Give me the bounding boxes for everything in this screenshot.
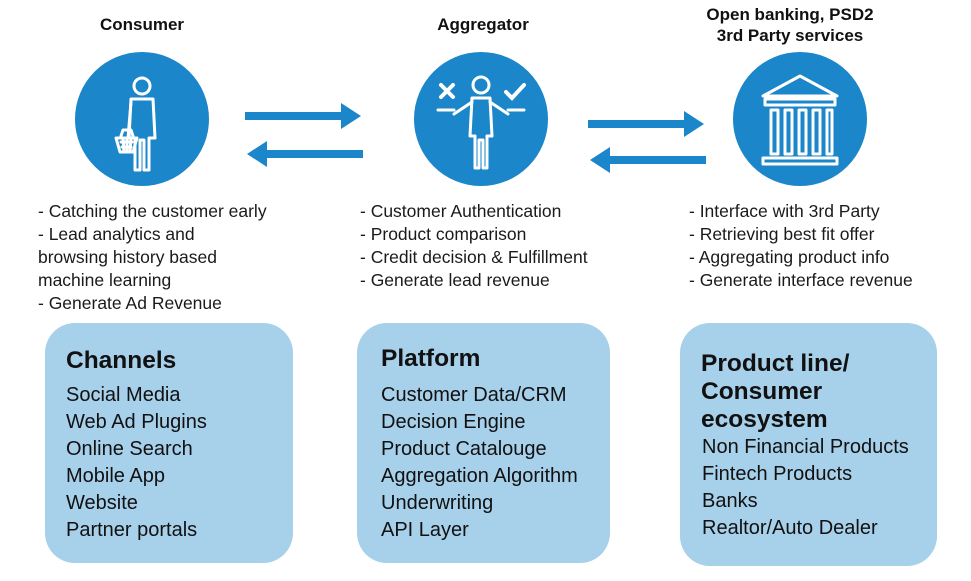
bullet-item: - Aggregating product info: [689, 247, 890, 267]
bank-title: Open banking, PSD2 3rd Party services: [695, 4, 885, 46]
card-title: Channels: [66, 347, 177, 374]
consumer-bullets: - Catching the customer early - Lead ana…: [38, 200, 267, 315]
list-item: Non Financial Products: [702, 436, 909, 458]
card-items: Customer Data/CRM Decision Engine Produc…: [381, 382, 578, 544]
list-item: Aggregation Algorithm: [381, 465, 578, 487]
list-item: Realtor/Auto Dealer: [702, 517, 878, 539]
arrow-left-icon: [590, 147, 706, 173]
list-item: Website: [66, 492, 138, 514]
list-item: Partner portals: [66, 519, 198, 541]
channels-card: Channels Social Media Web Ad Plugins Onl…: [45, 323, 293, 563]
bullet-item: browsing history based: [38, 247, 217, 267]
platform-card: Platform Customer Data/CRM Decision Engi…: [357, 323, 610, 563]
list-item: Fintech Products: [702, 463, 853, 485]
bullet-item: - Interface with 3rd Party: [689, 201, 880, 221]
list-item: Mobile App: [66, 465, 165, 487]
bank-circle: [733, 52, 867, 186]
bullet-item: - Generate Ad Revenue: [38, 293, 222, 313]
list-item: Social Media: [66, 384, 181, 406]
bullet-item: - Retrieving best fit offer: [689, 224, 875, 244]
consumer-title: Consumer: [99, 15, 185, 34]
bank-title-line-2: 3rd Party services: [716, 26, 864, 45]
arrow-left-icon: [247, 141, 363, 167]
bullet-item: - Generate interface revenue: [689, 270, 913, 290]
list-item: Banks: [702, 490, 758, 512]
bank-bullets: - Interface with 3rd Party - Retrieving …: [689, 200, 913, 292]
list-item: Underwriting: [381, 492, 494, 514]
card-title-line: ecosystem: [701, 406, 828, 433]
card-items: Social Media Web Ad Plugins Online Searc…: [66, 382, 207, 544]
bullet-item: - Credit decision & Fulfillment: [360, 247, 588, 267]
bullet-item: - Lead analytics and: [38, 224, 195, 244]
person-with-basket-icon: [114, 76, 157, 172]
consumer-circle: [75, 52, 209, 186]
card-title-line: Consumer: [701, 378, 823, 405]
product-line-card: Product line/ Consumer ecosystem Non Fin…: [680, 323, 937, 566]
card-title: Product line/ Consumer ecosystem: [701, 350, 849, 434]
card-items: Non Financial Products Fintech Products …: [702, 434, 909, 542]
bullet-item: machine learning: [38, 270, 172, 290]
card-title: Platform: [381, 345, 481, 372]
aggregator-title: Aggregator: [437, 15, 529, 34]
bullet-item: - Product comparison: [360, 224, 527, 244]
bullet-item: - Generate lead revenue: [360, 270, 550, 290]
list-item: Customer Data/CRM: [381, 384, 567, 406]
person-decision-icon: [436, 75, 526, 170]
aggregator-circle: [414, 52, 548, 186]
bank-building-icon: [761, 74, 839, 166]
aggregator-bullets: - Customer Authentication - Product comp…: [360, 200, 588, 292]
list-item: Product Catalouge: [381, 438, 547, 460]
arrow-right-icon: [588, 111, 704, 137]
bullet-item: - Customer Authentication: [360, 201, 562, 221]
bank-title-line-1: Open banking, PSD2: [706, 5, 874, 24]
card-title-line: Product line/: [701, 350, 850, 377]
list-item: Online Search: [66, 438, 193, 460]
check-mark-icon: [504, 83, 526, 101]
arrow-right-icon: [245, 103, 361, 129]
list-item: Web Ad Plugins: [66, 411, 207, 433]
list-item: API Layer: [381, 519, 469, 541]
bullet-item: - Catching the customer early: [38, 201, 267, 221]
list-item: Decision Engine: [381, 411, 526, 433]
